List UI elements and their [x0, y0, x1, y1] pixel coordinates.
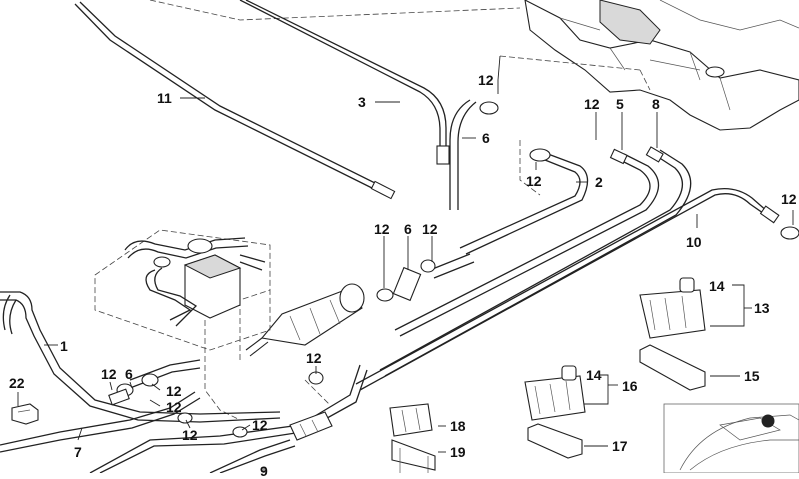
callout-12-j: 12 [166, 399, 182, 415]
hose-6-middle [376, 253, 475, 302]
callout-18: 18 [450, 418, 466, 434]
callout-12-g: 12 [306, 350, 322, 366]
fuel-line-8 [379, 146, 692, 377]
callout-12-l: 12 [252, 417, 268, 433]
callout-12-k: 12 [182, 427, 198, 443]
clip-18 [389, 403, 433, 437]
fuel-line-1 [0, 291, 281, 423]
callout-3: 3 [358, 94, 366, 110]
callout-9: 9 [260, 463, 268, 479]
callout-6-upper: 6 [482, 130, 490, 146]
callout-10: 10 [686, 234, 702, 250]
callout-12-h: 12 [101, 366, 117, 382]
callout-14-a: 14 [709, 278, 725, 294]
bracket-19 [391, 439, 436, 473]
fuel-line-11 [74, 1, 396, 200]
reference-line [149, 0, 521, 21]
callout-14-b: 14 [586, 367, 602, 383]
fuel-line-3 [239, 0, 450, 165]
fuel-line-5 [394, 148, 660, 337]
bracket-17 [527, 423, 583, 459]
callout-12-d: 12 [526, 173, 542, 189]
callout-22: 22 [9, 375, 25, 391]
callout-12-a: 12 [478, 72, 494, 88]
bracket-22 [11, 403, 39, 425]
bracket-15 [639, 344, 706, 391]
callout-7: 7 [74, 444, 82, 460]
clip-holder-16 [524, 365, 586, 421]
callout-15: 15 [744, 368, 760, 384]
callout-19: 19 [450, 444, 466, 460]
hose-6-upper [449, 99, 499, 210]
callout-12-e: 12 [374, 221, 390, 237]
fuel-line-9 [89, 364, 368, 473]
fuel-tank [499, 0, 799, 131]
valve-block [94, 229, 271, 421]
callout-12-c: 12 [781, 191, 797, 207]
callout-12-i: 12 [166, 383, 182, 399]
callout-12-b: 12 [584, 96, 600, 112]
callout-12-f: 12 [422, 221, 438, 237]
callout-6-middle: 6 [404, 221, 412, 237]
callout-17: 17 [612, 438, 628, 454]
callout-2: 2 [595, 174, 603, 190]
clip-holder-13 [639, 277, 706, 339]
callout-5: 5 [616, 96, 624, 112]
fuel-filter [239, 283, 365, 406]
vehicle-location-inset [663, 403, 799, 473]
fuel-line-10 [355, 187, 799, 391]
fuel-line-2 [459, 140, 589, 255]
callout-13: 13 [754, 300, 770, 316]
clamp-group-left [108, 371, 324, 438]
fuel-line-7 [0, 391, 201, 453]
callout-1: 1 [60, 338, 68, 354]
callout-6-lower: 6 [125, 366, 133, 382]
callout-11: 11 [157, 90, 172, 106]
leader-lines [17, 55, 794, 473]
callout-8: 8 [652, 96, 660, 112]
callout-16: 16 [622, 378, 638, 394]
